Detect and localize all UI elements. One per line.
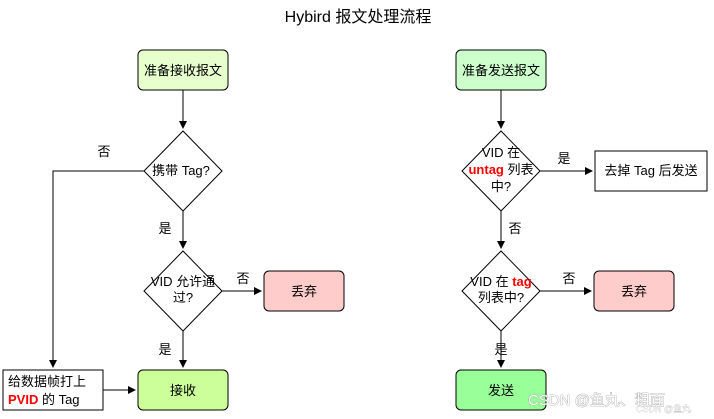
- right-decision-untag-line3: 中?: [491, 179, 511, 194]
- left-pvid-line2: PVID 的 Tag: [8, 392, 80, 407]
- label-right-tag-yes: 是: [494, 342, 507, 357]
- right-start-label: 准备发送报文: [462, 63, 540, 78]
- label-right-untag-yes: 是: [557, 151, 570, 166]
- right-decision-untag-line1: VID 在: [482, 145, 520, 160]
- label-left-tag-yes: 是: [158, 221, 171, 236]
- left-decision-vid-line2: 过?: [173, 290, 193, 305]
- right-untag-rest: 列表: [504, 162, 534, 177]
- right-strip-tag-node: [594, 150, 708, 192]
- right-strip-tag-label: 去掉 Tag 后发送: [604, 163, 697, 178]
- right-send-label: 发送: [488, 383, 514, 398]
- right-decision-untag-line2: untag 列表: [468, 162, 533, 177]
- watermark-main: CSDN @鱼丸、粗面: [528, 391, 665, 409]
- left-pvid-highlight: PVID: [8, 392, 38, 407]
- left-discard-label: 丢弃: [291, 284, 317, 299]
- left-pvid-line1: 给数据帧打上: [8, 374, 86, 389]
- diagram-title: Hybird 报文处理流程: [285, 8, 432, 26]
- left-accept-node: [137, 369, 229, 411]
- label-left-tag-no: 否: [97, 144, 110, 159]
- label-right-untag-no: 否: [508, 221, 521, 236]
- left-decision-vid-line1: VID 允许通: [151, 274, 215, 289]
- left-accept-label: 接收: [170, 383, 196, 398]
- watermark-sub: CSDN @鱼丸: [636, 403, 691, 414]
- left-decision-tag-label: 携带 Tag?: [152, 163, 210, 178]
- right-discard-node: [593, 270, 675, 312]
- right-tag-pre: VID 在: [470, 274, 512, 289]
- edge-left-tag-no: [49, 170, 144, 368]
- label-right-tag-no: 否: [562, 271, 575, 286]
- label-left-vid-no: 否: [236, 271, 249, 286]
- right-discard-label: 丢弃: [621, 284, 647, 299]
- right-tag-highlight: tag: [512, 274, 532, 289]
- left-discard-node: [263, 270, 345, 312]
- left-start-label: 准备接收报文: [144, 63, 222, 78]
- right-decision-tag-line2: 列表中?: [478, 290, 524, 305]
- left-pvid-rest: 的 Tag: [38, 392, 79, 407]
- right-send-node: [455, 369, 547, 411]
- label-left-vid-yes: 是: [158, 342, 171, 357]
- right-decision-tag-line1: VID 在 tag: [470, 274, 531, 289]
- right-untag-highlight: untag: [468, 162, 503, 177]
